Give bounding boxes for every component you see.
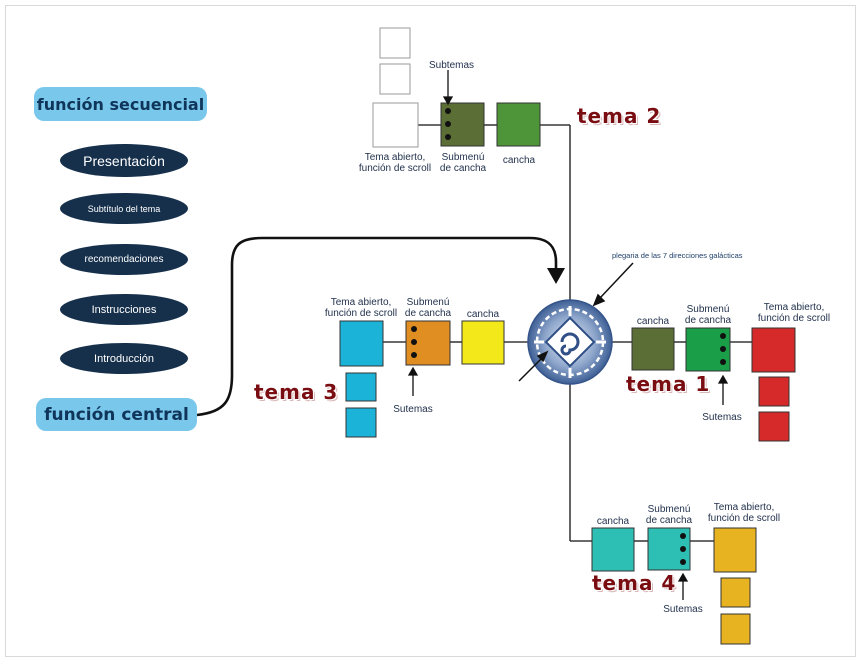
- t4-submenu-label: Submenú de cancha: [638, 504, 700, 526]
- t1-subtema-box-1: [758, 376, 790, 407]
- introduccion-oval: Introducción: [60, 343, 188, 374]
- t1-sutemas-label: Sutemas: [702, 412, 742, 423]
- funcion-secuencial-pill: función secuencial: [34, 87, 207, 121]
- t1-tema-abierto-line2: función de scroll: [757, 313, 831, 324]
- t1-tema-abierto-box: [751, 327, 796, 373]
- t3-subtema-box-1: [345, 372, 377, 402]
- t3-tema-abierto-box: [339, 320, 384, 367]
- presentacion-oval: Presentación: [60, 144, 188, 177]
- t2-tema-abierto-line1: Tema abierto,: [364, 152, 426, 163]
- t2-subtema-box-1: [379, 27, 411, 59]
- t2-tema-abierto-label: Tema abierto, función de scroll: [335, 152, 455, 174]
- galactic-emblem-icon: [527, 299, 613, 385]
- t2-cancha-label: cancha: [502, 155, 536, 166]
- t2-submenu-label: Submenú de cancha: [432, 152, 494, 174]
- t2-tema-abierto-box: [372, 102, 419, 148]
- t1-submenu-dots: [720, 333, 726, 365]
- tema-1-title: tema 1: [626, 372, 711, 396]
- funcion-central-pill: función central: [36, 398, 197, 431]
- emblem-annotation: plegaria de las 7 direcciones galácticas: [612, 251, 743, 260]
- central-arrow-head: [547, 268, 565, 284]
- t1-tema-abierto-label: Tema abierto, función de scroll: [740, 302, 848, 324]
- tema-3-title: tema 3: [254, 380, 339, 404]
- t4-cancha-label: cancha: [596, 516, 630, 527]
- t3-sutemas-label: Sutemas: [393, 404, 433, 415]
- t2-submenu-dots: [445, 108, 451, 140]
- t4-sutemas-label: Sutemas: [663, 604, 703, 615]
- t1-cancha-box: [631, 327, 675, 371]
- t3-tema-abierto-line2: función de scroll: [324, 308, 398, 319]
- t3-cancha-label: cancha: [466, 309, 500, 320]
- instrucciones-oval: Instrucciones: [60, 294, 188, 325]
- subtema-arrows: [407, 70, 729, 600]
- t1-cancha-label: cancha: [636, 316, 670, 327]
- t4-subtema-box-1: [720, 577, 751, 608]
- t1-submenu-line2: de cancha: [684, 315, 732, 326]
- t3-submenu-label: Submenú de cancha: [397, 297, 459, 319]
- t3-subtema-box-2: [345, 407, 377, 438]
- t2-subtema-box-2: [379, 63, 411, 95]
- t4-submenu-line2: de cancha: [645, 515, 693, 526]
- t3-submenu-line2: de cancha: [404, 308, 452, 319]
- t2-tema-abierto-line2: función de scroll: [358, 163, 432, 174]
- t3-tema-abierto-label: Tema abierto, función de scroll: [301, 297, 421, 319]
- t1-submenu-line1: Submenú: [686, 304, 730, 315]
- t4-submenu-line1: Submenú: [647, 504, 691, 515]
- central-connector: [196, 236, 558, 417]
- t1-tema-abierto-line1: Tema abierto,: [763, 302, 825, 313]
- tema-4-title: tema 4: [592, 571, 677, 595]
- tema-2-title: tema 2: [577, 104, 662, 128]
- t1-subtema-box-2: [758, 411, 790, 442]
- t4-tema-abierto-line1: Tema abierto,: [713, 502, 775, 513]
- subtitulo-oval: Subtítulo del tema: [60, 193, 188, 224]
- t4-tema-abierto-line2: función de scroll: [707, 513, 781, 524]
- t4-cancha-box: [591, 527, 635, 572]
- t4-tema-abierto-label: Tema abierto, función de scroll: [688, 502, 800, 524]
- t4-tema-abierto-box: [713, 527, 757, 573]
- emblem-pointer-arrows: [518, 262, 634, 382]
- t2-submenu-line2: de cancha: [439, 163, 487, 174]
- t4-submenu-dots: [680, 533, 686, 565]
- t3-submenu-dots: [411, 326, 417, 358]
- connector-lines: [383, 124, 752, 542]
- t2-submenu-line1: Submenú: [441, 152, 485, 163]
- t4-subtema-box-2: [720, 613, 751, 645]
- page-border: [5, 5, 856, 657]
- t3-tema-abierto-line1: Tema abierto,: [330, 297, 392, 308]
- t2-subtemas-label: Subtemas: [429, 60, 475, 71]
- t1-submenu-label: Submenú de cancha: [677, 304, 739, 326]
- t2-cancha-box: [496, 102, 541, 147]
- t3-submenu-line1: Submenú: [406, 297, 450, 308]
- recomendaciones-oval: recomendaciones: [60, 244, 188, 275]
- t3-cancha-box: [461, 320, 505, 365]
